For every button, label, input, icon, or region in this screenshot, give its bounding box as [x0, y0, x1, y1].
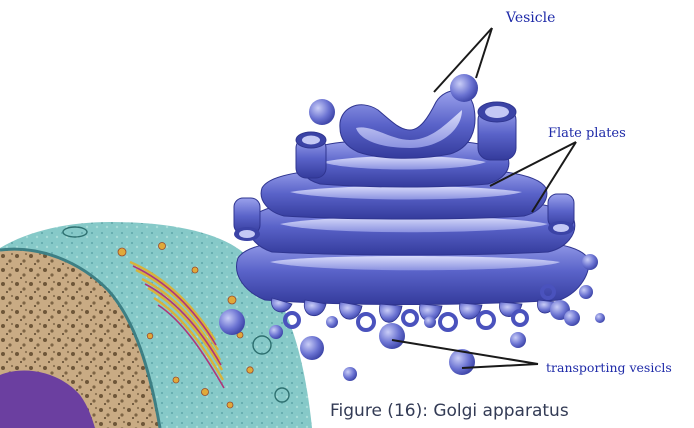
label-transporting-vesicles: transporting vesicls	[546, 360, 672, 375]
label-vesicle: Vesicle	[505, 10, 555, 26]
figure-caption: Figure (16): Golgi apparatus	[330, 401, 569, 421]
label-flat-plates: Flate plates	[548, 126, 626, 141]
golgi-apparatus-illustration	[219, 74, 605, 381]
